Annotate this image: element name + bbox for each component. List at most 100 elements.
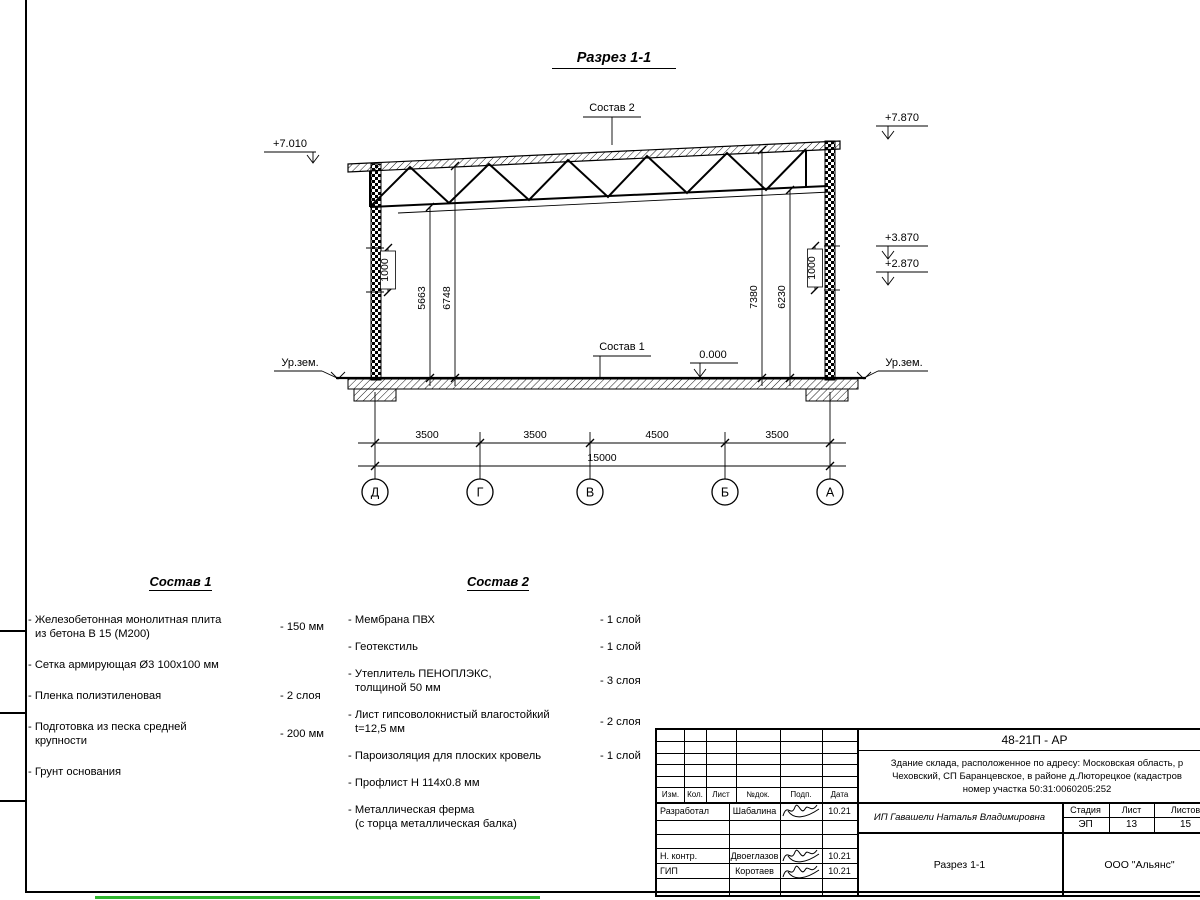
section-drawing-svg: Состав 2 Состав 1 +7.010 +7.870 +3.870	[264, 102, 928, 506]
elevation-marker-right-top: +7.870	[876, 112, 928, 140]
elevation-marker-right-upper: +3.870	[876, 232, 928, 260]
tb-col-podp: Подп.	[790, 790, 812, 799]
tb-sheet-header: Лист	[1121, 804, 1142, 815]
composition-item: - Пароизоляция для плоских кровель - 1 с…	[348, 749, 648, 763]
axis-letter-g: Г	[477, 486, 484, 500]
tb-name-nkontr: Двоеглазов	[730, 850, 779, 861]
composition-item-value: - 200 мм	[280, 728, 324, 740]
axis-letter-d: Д	[371, 486, 380, 500]
bottom-green-strip	[95, 896, 540, 899]
composition-item-value: - 1 слой	[600, 750, 641, 762]
dimension-lines-right: 7380 6230 1000	[748, 145, 840, 386]
axis-letter-b: Б	[721, 486, 729, 500]
composition-item-value: - 2 слоя	[280, 690, 321, 702]
tb-role-razrabotal: Разработал	[660, 806, 709, 816]
tb-col-data: Дата	[830, 790, 849, 799]
composition-item: - Пленка полиэтиленовая - 2 слоя	[28, 689, 333, 703]
composition-1-list: Состав 1 - Железобетонная монолитная пли…	[28, 574, 333, 796]
tb-name-razrabotal: Шабалина	[732, 806, 777, 816]
tb-stage-value: ЭП	[1078, 819, 1093, 830]
axis-bubbles: Д Г В Б А	[361, 478, 844, 506]
composition-item: - Мембрана ПВХ - 1 слой	[348, 613, 648, 627]
tb-col-kol: Кол.	[687, 790, 703, 799]
tb-name-gip: Коротаев	[735, 865, 774, 876]
titleblock: Изм. Кол. Лист №док. Подп. Дата Разработ…	[655, 728, 1200, 897]
ground-level-left-label: Ур.зем.	[281, 357, 318, 369]
dim-7380: 7380	[748, 285, 760, 309]
signature-gip	[782, 865, 820, 879]
floor-slab	[336, 376, 866, 390]
dim-span-3: 4500	[645, 429, 669, 441]
axis-bubble-d: Д	[361, 478, 389, 506]
drawing-title: Разрез 1-1	[552, 50, 676, 69]
axis-bubble-v: В	[576, 478, 604, 506]
axis-bubble-b: Б	[711, 478, 739, 506]
ground-level-right-label: Ур.зем.	[885, 357, 922, 369]
composition-item: - Утеплитель ПЕНОПЛЭКС,толщиной 50 мм - …	[348, 667, 648, 695]
signature-nkontr	[782, 849, 820, 863]
elevation-right-top: +7.870	[885, 112, 919, 124]
tb-sheets-header: Листов	[1170, 804, 1200, 815]
tb-col-ndok: №док.	[746, 790, 770, 799]
dimension-lines-left: 6748 5663 1000	[366, 161, 460, 386]
dim-span-2: 3500	[523, 429, 547, 441]
callout-sostav-1-label: Состав 1	[599, 341, 645, 353]
tb-section-title: Разрез 1-1	[933, 858, 986, 871]
tb-role-nkontr: Н. контр.	[660, 850, 698, 861]
callout-sostav-2-label: Состав 2	[589, 102, 635, 114]
zero-level-label: 0.000	[699, 349, 727, 361]
tb-date-nkontr: 10.21	[828, 850, 851, 861]
dim-1000-left: 1000	[379, 258, 391, 282]
tb-client: ИП Гавашели Наталья Владимировна	[873, 811, 1046, 823]
dim-1000-right: 1000	[806, 256, 818, 280]
tb-sheet-value: 13	[1125, 819, 1138, 830]
composition-item-value: - 1 слой	[600, 641, 641, 653]
axis-letter-a: А	[826, 486, 835, 500]
tb-date-gip: 10.21	[828, 865, 851, 876]
tb-project-description: Здание склада, расположенное по адресу: …	[890, 757, 1184, 795]
axis-bubble-a: А	[816, 478, 844, 506]
bottom-dimension-chain: 3500 3500 4500 3500 15000	[358, 392, 846, 479]
dim-6748: 6748	[441, 286, 453, 310]
composition-item: - Сетка армирующая Ø3 100x100 мм	[28, 659, 219, 671]
composition-item: - Металлическая ферма(с торца металличес…	[348, 804, 517, 830]
axis-bubble-g: Г	[466, 478, 494, 506]
dim-span-4: 3500	[765, 429, 789, 441]
axis-letter-v: В	[586, 486, 594, 500]
composition-2-list: Состав 2 - Мембрана ПВХ - 1 слой - Геоте…	[348, 574, 648, 844]
right-wall	[824, 140, 836, 381]
footing-right	[805, 388, 849, 402]
composition-item: - Геотекстиль - 1 слой	[348, 640, 648, 654]
composition-item-value: - 150 мм	[280, 621, 324, 633]
tb-date-razrabotal: 10.21	[828, 806, 851, 816]
dim-6230: 6230	[776, 285, 788, 309]
elevation-marker-right-lower: +2.870	[876, 258, 928, 286]
callout-sostav-1: Состав 1	[593, 341, 651, 377]
callout-sostav-2: Состав 2	[583, 102, 641, 145]
signature-razrabotal	[782, 804, 820, 818]
composition-1-heading: Состав 1	[149, 574, 212, 591]
frame-left-border	[25, 0, 27, 893]
dim-total: 15000	[587, 452, 616, 464]
tb-col-list: Лист	[712, 790, 730, 799]
elevation-marker-left-top: +7.010	[264, 138, 320, 164]
tb-document-code: 48-21П - АР	[1001, 733, 1068, 747]
composition-2-heading: Состав 2	[466, 574, 530, 591]
tb-stage-header: Стадия	[1070, 804, 1101, 815]
tb-col-izm: Изм.	[661, 790, 680, 799]
ground-level-marker-left: Ур.зем.	[274, 357, 346, 380]
composition-item: - Профлист Н 114x0.8 мм	[348, 777, 480, 789]
composition-item-value: - 2 слоя	[600, 716, 641, 728]
ground-level-marker-right: Ур.зем.	[856, 357, 928, 380]
zero-level-marker: 0.000	[690, 349, 738, 378]
elevation-right-upper: +3.870	[885, 232, 919, 244]
roof-truss	[369, 148, 831, 214]
tb-role-gip: ГИП	[660, 865, 678, 876]
roof-band	[347, 140, 841, 173]
composition-item-value: - 3 слоя	[600, 675, 641, 687]
elevation-right-lower: +2.870	[885, 258, 919, 270]
dim-5663: 5663	[416, 286, 428, 310]
tb-sheets-value: 15	[1179, 819, 1192, 830]
